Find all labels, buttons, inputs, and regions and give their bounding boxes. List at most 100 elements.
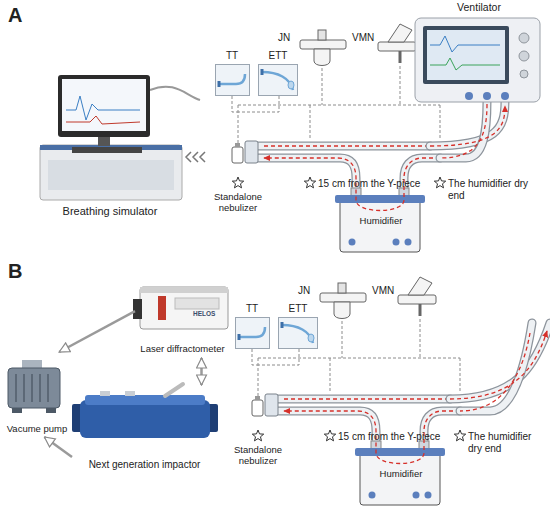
jet-nebulizer-picture-part — [318, 30, 326, 40]
position-label: 15 cm from the Y-piece — [338, 431, 453, 443]
laser-diffractometer-picture-part — [158, 296, 166, 320]
jet-nebulizer: JN — [278, 18, 348, 68]
mesh-nebulizer: VMN — [352, 18, 415, 68]
flow-arrow — [200, 358, 203, 385]
breathing-circuit-copy — [235, 277, 466, 505]
circuit-tube-ends-part — [460, 333, 530, 411]
ventilator-picture-part — [465, 92, 473, 100]
ventilator-picture-part — [430, 36, 500, 52]
ventilator-picture-part — [519, 51, 529, 61]
flow-arrow — [59, 311, 135, 352]
device-label: Humidifier — [338, 216, 424, 227]
box-outline — [258, 64, 298, 96]
box-outline — [215, 64, 250, 96]
position-label: The humidifier dry end — [468, 431, 548, 454]
endotracheal-tube-box: ETT — [276, 303, 320, 350]
device-label: TT — [232, 303, 272, 315]
endotracheal-tube-picture-part — [262, 72, 293, 90]
endotracheal-tube-box: ETT — [256, 50, 300, 97]
device-label: Ventilator — [415, 1, 543, 13]
vacuum-pump: Vacume pump — [0, 352, 74, 437]
breathing-simulator-picture-part — [48, 160, 174, 190]
ventilator-picture-part — [430, 101, 505, 146]
breathing-simulator: Breathing simulator — [35, 72, 185, 222]
tracheostomy-tube-picture-part — [218, 81, 221, 87]
breathing-simulator-picture-part — [150, 87, 200, 100]
mesh-nebulizer: VMN — [372, 271, 435, 321]
vacuum-pump-picture-part — [8, 368, 60, 408]
tracheostomy-tube-box: TT — [232, 303, 272, 350]
standalone-nebulizer-picture-part — [235, 143, 240, 147]
endotracheal-tube-picture-part — [258, 64, 298, 96]
breathing-simulator-picture-part — [58, 75, 150, 137]
flow-chevrons — [186, 152, 205, 162]
vacuum-pump-picture-part — [12, 408, 22, 413]
ventilator-picture-part — [440, 104, 487, 158]
breathing-circuit-part — [304, 177, 315, 188]
ventilator-picture-part — [440, 101, 487, 158]
impactor-picture — [72, 384, 218, 438]
breathing-simulator-picture — [40, 75, 200, 200]
box-outline — [278, 317, 318, 349]
breathing-simulator-picture-part — [66, 116, 140, 124]
ventilator-picture-part — [430, 101, 505, 146]
breathing-simulator-picture-part — [66, 96, 140, 120]
ventilator-picture-part — [423, 26, 509, 84]
position-label: Standalone nebulizer — [209, 192, 267, 214]
gas-flow-path-part — [264, 145, 430, 146]
laser-diffractometer-picture-part — [140, 287, 228, 293]
jet-nebulizer-picture-part — [300, 40, 346, 49]
gas-flow-path-part — [264, 158, 440, 211]
mesh-nebulizer-picture-part — [388, 24, 412, 42]
circuit-tubes-part — [245, 141, 258, 163]
flow-arrow — [44, 437, 72, 457]
ventilator-picture-part — [520, 70, 528, 78]
laser-diffractometer-picture-part — [140, 287, 228, 329]
circuit-tube-ends-part — [450, 323, 550, 399]
humidifier-picture — [335, 188, 425, 252]
jet-nebulizer: JN — [298, 271, 368, 321]
tracheostomy-tube-box: TT — [212, 50, 252, 97]
device-label: VMN — [372, 285, 400, 297]
humidifier: Humidifier — [338, 194, 424, 252]
vacuum-pump-picture-part — [22, 360, 42, 368]
device-label: Next generation impactor — [72, 459, 217, 471]
device-label: ETT — [256, 50, 300, 62]
breathing-circuit-part — [232, 177, 243, 188]
breathing-simulator-picture-part — [98, 137, 110, 146]
breathing-simulator-picture-part — [40, 145, 182, 200]
circuit-tube-ends-part — [450, 323, 550, 399]
vacuum-pump-picture-part — [46, 408, 56, 413]
device-label: Humidifier — [358, 469, 444, 480]
ventilator-picture — [415, 18, 540, 158]
position-label: 15 cm from the Y-piece — [318, 178, 433, 190]
device-label: JN — [298, 285, 320, 297]
circuit-tube-ends-part — [450, 331, 547, 399]
device-label: ETT — [276, 303, 320, 315]
laser-diffractometer-picture-part — [133, 299, 142, 319]
humidifier-picture-part — [393, 239, 400, 246]
circuit-tubes-part — [258, 143, 430, 150]
circuit-tube-ends-part — [460, 323, 532, 411]
flow-chevrons-part — [186, 152, 205, 162]
ventilator-picture-part — [415, 18, 540, 102]
breathing-circuit-part — [434, 177, 445, 188]
humidifier-picture-part — [335, 195, 425, 203]
endotracheal-tube-picture-part — [261, 69, 264, 75]
impactor-picture-part — [165, 384, 183, 396]
device-label: JN — [278, 32, 300, 44]
mesh-nebulizer-picture — [378, 24, 416, 63]
laser-diffractometer: Laser diffractometerHELOS — [135, 280, 230, 358]
circuit-tubes-part — [258, 142, 430, 151]
vacuum-pump-picture — [8, 360, 60, 413]
humidifier: Humidifier — [358, 447, 444, 505]
humidifier-picture-part — [349, 239, 356, 246]
ventilator-picture-part — [483, 92, 491, 100]
position-label: Standalone nebulizer — [229, 445, 287, 467]
impactor-picture-part — [100, 391, 110, 396]
circuit-tubes — [245, 141, 440, 198]
impactor: Next generation impactor — [72, 385, 217, 475]
standalone-nebulizer-picture-part — [232, 147, 243, 163]
endotracheal-tube-picture — [258, 64, 298, 96]
